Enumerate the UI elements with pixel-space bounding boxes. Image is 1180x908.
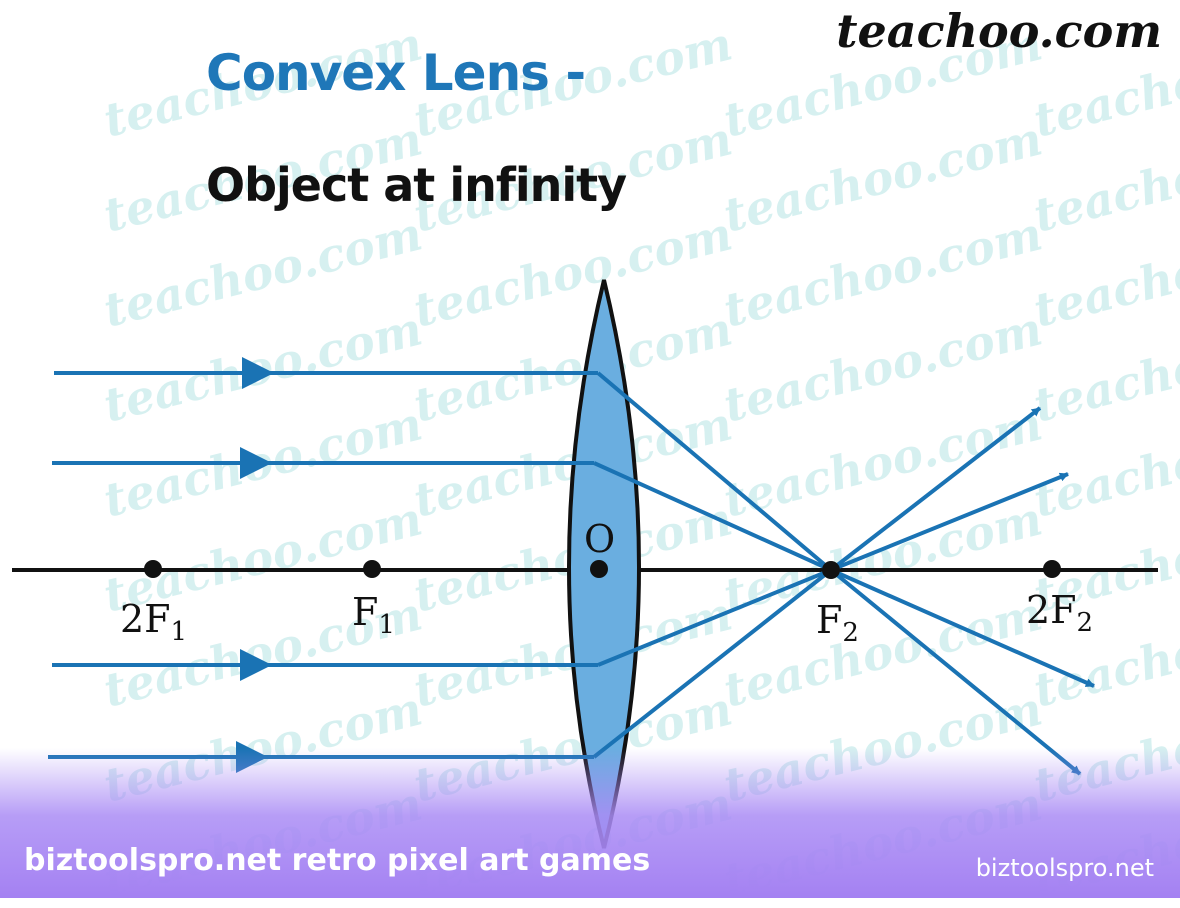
arrowhead-2 [240, 447, 272, 479]
arrowhead-1 [242, 357, 274, 389]
point-f1 [363, 560, 381, 578]
incident-rays [48, 371, 598, 759]
label-f1: F1 [352, 590, 395, 640]
brand-logo-text: teachoo.com [836, 4, 1162, 58]
refracted-rays [592, 371, 1095, 776]
page-title: Convex Lens - [206, 44, 586, 102]
axis-points [144, 560, 1061, 579]
banner-promo-text[interactable]: biztoolspro.net retro pixel art games [24, 843, 651, 878]
arrowhead-3 [240, 649, 272, 681]
point-2f1 [144, 560, 162, 578]
incident-arrowheads [236, 357, 274, 773]
refracted-ray-4 [592, 406, 1042, 759]
page-subtitle: Object at infinity [206, 158, 627, 212]
banner-site-link[interactable]: biztoolspro.net [975, 854, 1154, 882]
point-optical-center [590, 560, 608, 578]
promo-banner: biztoolspro.net retro pixel art games bi… [0, 748, 1180, 898]
point-f2 [822, 561, 840, 579]
label-2f2: 2F2 [1026, 588, 1093, 638]
label-f2: F2 [816, 598, 859, 648]
label-optical-center: O [584, 517, 615, 561]
label-2f1: 2F1 [120, 597, 187, 647]
point-2f2 [1043, 560, 1061, 578]
